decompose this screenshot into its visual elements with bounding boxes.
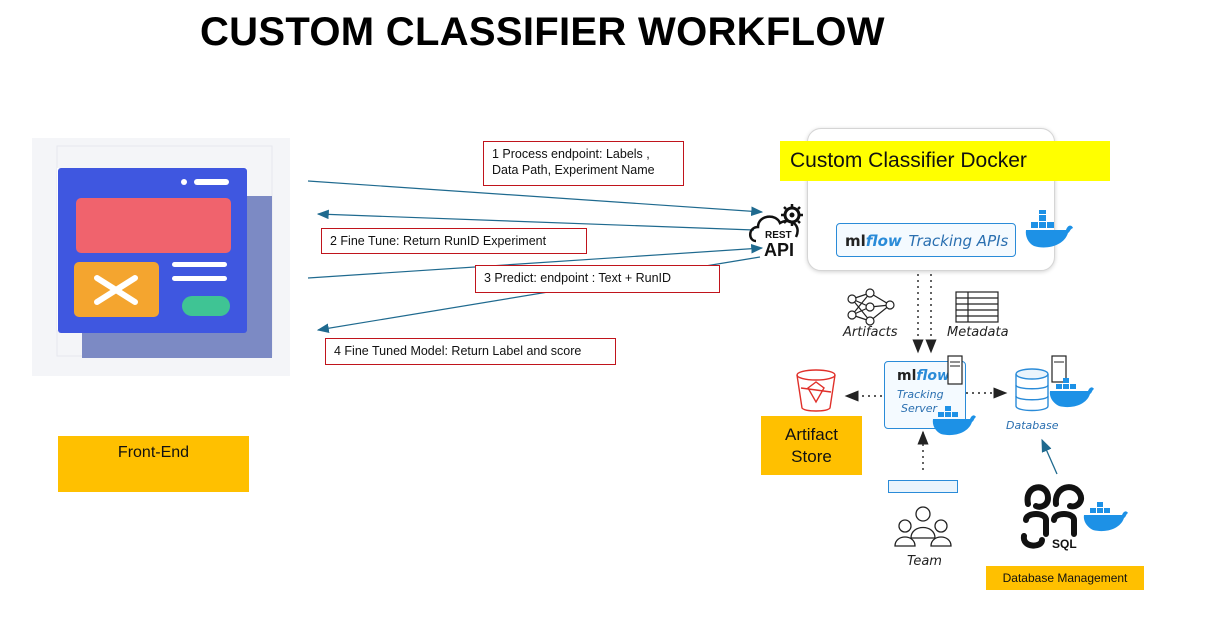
arrow-predict bbox=[307, 243, 764, 279]
api-label: API bbox=[764, 240, 794, 259]
tracking-apis-ml: ml bbox=[845, 232, 866, 250]
rest-api-icon: REST API bbox=[749, 204, 803, 259]
database-icon bbox=[1015, 355, 1094, 412]
db-management-icon: SQL bbox=[1020, 484, 1128, 551]
db-management-label: Database Management bbox=[986, 566, 1144, 590]
tracking-server-line2: Server bbox=[901, 402, 938, 415]
frontend-label: Front-End bbox=[58, 436, 249, 492]
team-label: Team bbox=[907, 554, 942, 569]
server-docker-whale-icon bbox=[932, 406, 976, 436]
metadata-label: Metadata bbox=[947, 325, 1009, 340]
docker-whale-icon bbox=[1025, 210, 1073, 248]
database-label: Database bbox=[1006, 419, 1059, 432]
tracking-apis-flow: flow bbox=[865, 232, 902, 250]
frontend-label-text: Front-End bbox=[117, 444, 190, 461]
artifact-bucket-icon bbox=[796, 369, 836, 412]
step-4-box: 4 Fine Tuned Model: Return Label and sco… bbox=[325, 338, 616, 365]
artifact-store-label: Artifact Store bbox=[761, 416, 862, 475]
team-icon bbox=[894, 506, 952, 547]
artifact-store-line2: Store bbox=[791, 447, 832, 466]
frontend-illustration bbox=[32, 138, 290, 376]
step-1-line2: Data Path, Experiment Name bbox=[492, 163, 655, 177]
artifacts-label: Artifacts bbox=[843, 325, 898, 340]
step-2-text: 2 Fine Tune: Return RunID Experiment bbox=[330, 234, 547, 248]
step-2-box: 2 Fine Tune: Return RunID Experiment bbox=[321, 228, 587, 254]
step-1-line1: 1 Process endpoint: Labels , bbox=[492, 147, 650, 161]
tracking-apis-text: Tracking APIs bbox=[908, 232, 1009, 250]
docker-title: Custom Classifier Docker bbox=[780, 141, 1110, 181]
arrow-process bbox=[307, 180, 764, 217]
arrow-finetune-return bbox=[316, 209, 755, 231]
step-1-box: 1 Process endpoint: Labels , Data Path, … bbox=[483, 141, 684, 186]
tracking-apis-box: mlflow Tracking APIs bbox=[836, 223, 1016, 257]
diagram-title: CUSTOM CLASSIFIER WORKFLOW bbox=[200, 10, 885, 54]
step-3-box: 3 Predict: endpoint : Text + RunID bbox=[475, 265, 720, 293]
arrow-dbmgmt-to-database bbox=[1041, 438, 1058, 475]
tracking-server-ml: ml bbox=[897, 368, 917, 384]
artifact-store-line1: Artifact bbox=[785, 425, 838, 444]
tracking-server-line1: Tracking bbox=[897, 388, 944, 401]
team-input-bar bbox=[888, 480, 958, 493]
red-card bbox=[76, 198, 231, 253]
step-4-text: 4 Fine Tuned Model: Return Label and sco… bbox=[334, 344, 582, 358]
green-button-shape bbox=[182, 296, 230, 316]
server-icon bbox=[947, 355, 963, 385]
artifacts-icon bbox=[847, 288, 895, 326]
tracking-server-logo: mlflow bbox=[897, 368, 950, 384]
step-3-text: 3 Predict: endpoint : Text + RunID bbox=[484, 271, 672, 285]
metadata-icon bbox=[955, 291, 999, 323]
tracking-server-flow: flow bbox=[916, 368, 950, 384]
sql-label: SQL bbox=[1052, 537, 1077, 551]
rest-label: REST bbox=[765, 230, 792, 241]
